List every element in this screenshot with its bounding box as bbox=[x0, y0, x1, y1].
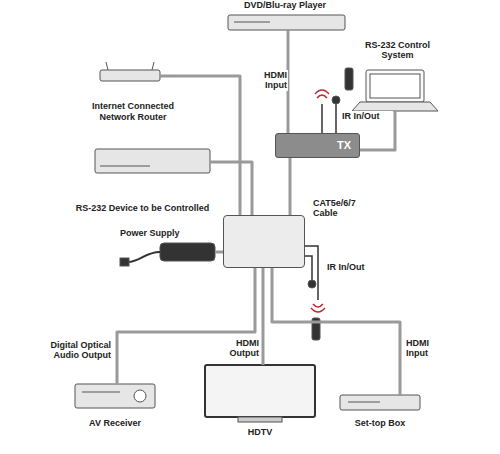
cable bbox=[117, 268, 255, 384]
ir-receiver bbox=[332, 96, 340, 104]
device-label: RS-232 Device to be Controlled bbox=[75, 149, 210, 213]
node-text: AV Receiver bbox=[89, 418, 141, 428]
settop-trim bbox=[348, 402, 380, 403]
dvd-player-body bbox=[228, 15, 345, 30]
node-text: RS-232 Device to be Controlled bbox=[76, 203, 210, 213]
laptop-display bbox=[370, 74, 420, 98]
extender-box: TX bbox=[275, 133, 360, 158]
tv-screen bbox=[205, 365, 315, 417]
device-label: DVD/Blu-ray Player bbox=[225, 0, 345, 30]
cable-label: HDMI Input bbox=[405, 338, 443, 359]
device-label: Set-top Box bbox=[335, 395, 425, 428]
disc-slot bbox=[234, 22, 270, 23]
router-body bbox=[100, 70, 160, 81]
ir-wire bbox=[305, 246, 318, 300]
router-antenna bbox=[106, 62, 108, 70]
tv-stand bbox=[238, 417, 282, 422]
volume-knob bbox=[134, 390, 146, 402]
node-text: RS-232 Control System bbox=[355, 40, 440, 61]
cable bbox=[262, 268, 265, 365]
av-receiver-body bbox=[75, 384, 155, 408]
port-label: IR In/Out bbox=[326, 262, 378, 272]
cable bbox=[289, 158, 292, 215]
ir-receiver bbox=[308, 280, 316, 288]
cable bbox=[272, 268, 400, 395]
node-text: DVD/Blu-ray Player bbox=[244, 0, 326, 10]
display-strip bbox=[82, 392, 120, 393]
cable-stub bbox=[160, 75, 176, 78]
power-adapter bbox=[160, 243, 215, 261]
laptop-base bbox=[352, 102, 438, 111]
device-label: Power Supply bbox=[120, 228, 215, 262]
ir-wire bbox=[321, 104, 323, 133]
ir-remote bbox=[345, 68, 353, 90]
cable-label: CAT5e/6/7 Cable bbox=[312, 198, 362, 219]
port-label: IR In/Out bbox=[341, 111, 393, 121]
device-trim bbox=[100, 166, 150, 167]
device-label: RS-232 Control System bbox=[355, 40, 440, 111]
extender-box bbox=[223, 215, 305, 268]
ir-signal bbox=[311, 304, 325, 312]
cable bbox=[215, 251, 223, 254]
power-cord bbox=[128, 252, 160, 262]
device-label: Internet Connected Network Router bbox=[90, 66, 176, 122]
node-text: Power Supply bbox=[120, 228, 180, 238]
node-text: TX bbox=[337, 139, 351, 152]
laptop-screen bbox=[366, 70, 424, 102]
node-text: Set-top Box bbox=[355, 418, 406, 428]
ir-wire bbox=[305, 256, 312, 280]
node-text: Internet Connected Network Router bbox=[90, 101, 176, 122]
power-plug bbox=[120, 258, 129, 266]
device-label: AV Receiver bbox=[70, 384, 160, 428]
node-text: HDTV bbox=[248, 427, 273, 437]
settop-body bbox=[340, 395, 420, 410]
ir-signal bbox=[315, 90, 329, 98]
cable bbox=[210, 162, 252, 215]
device-label: HDTV bbox=[200, 365, 320, 437]
rs232-device-body bbox=[95, 149, 210, 173]
cable bbox=[176, 76, 240, 215]
router-antenna bbox=[152, 62, 154, 70]
cable-label: HDMI Input bbox=[254, 70, 288, 91]
ir-wire bbox=[335, 104, 337, 133]
cable-label: HDMI Output bbox=[220, 338, 260, 359]
cable-label: Digital Optical Audio Output bbox=[24, 340, 112, 361]
